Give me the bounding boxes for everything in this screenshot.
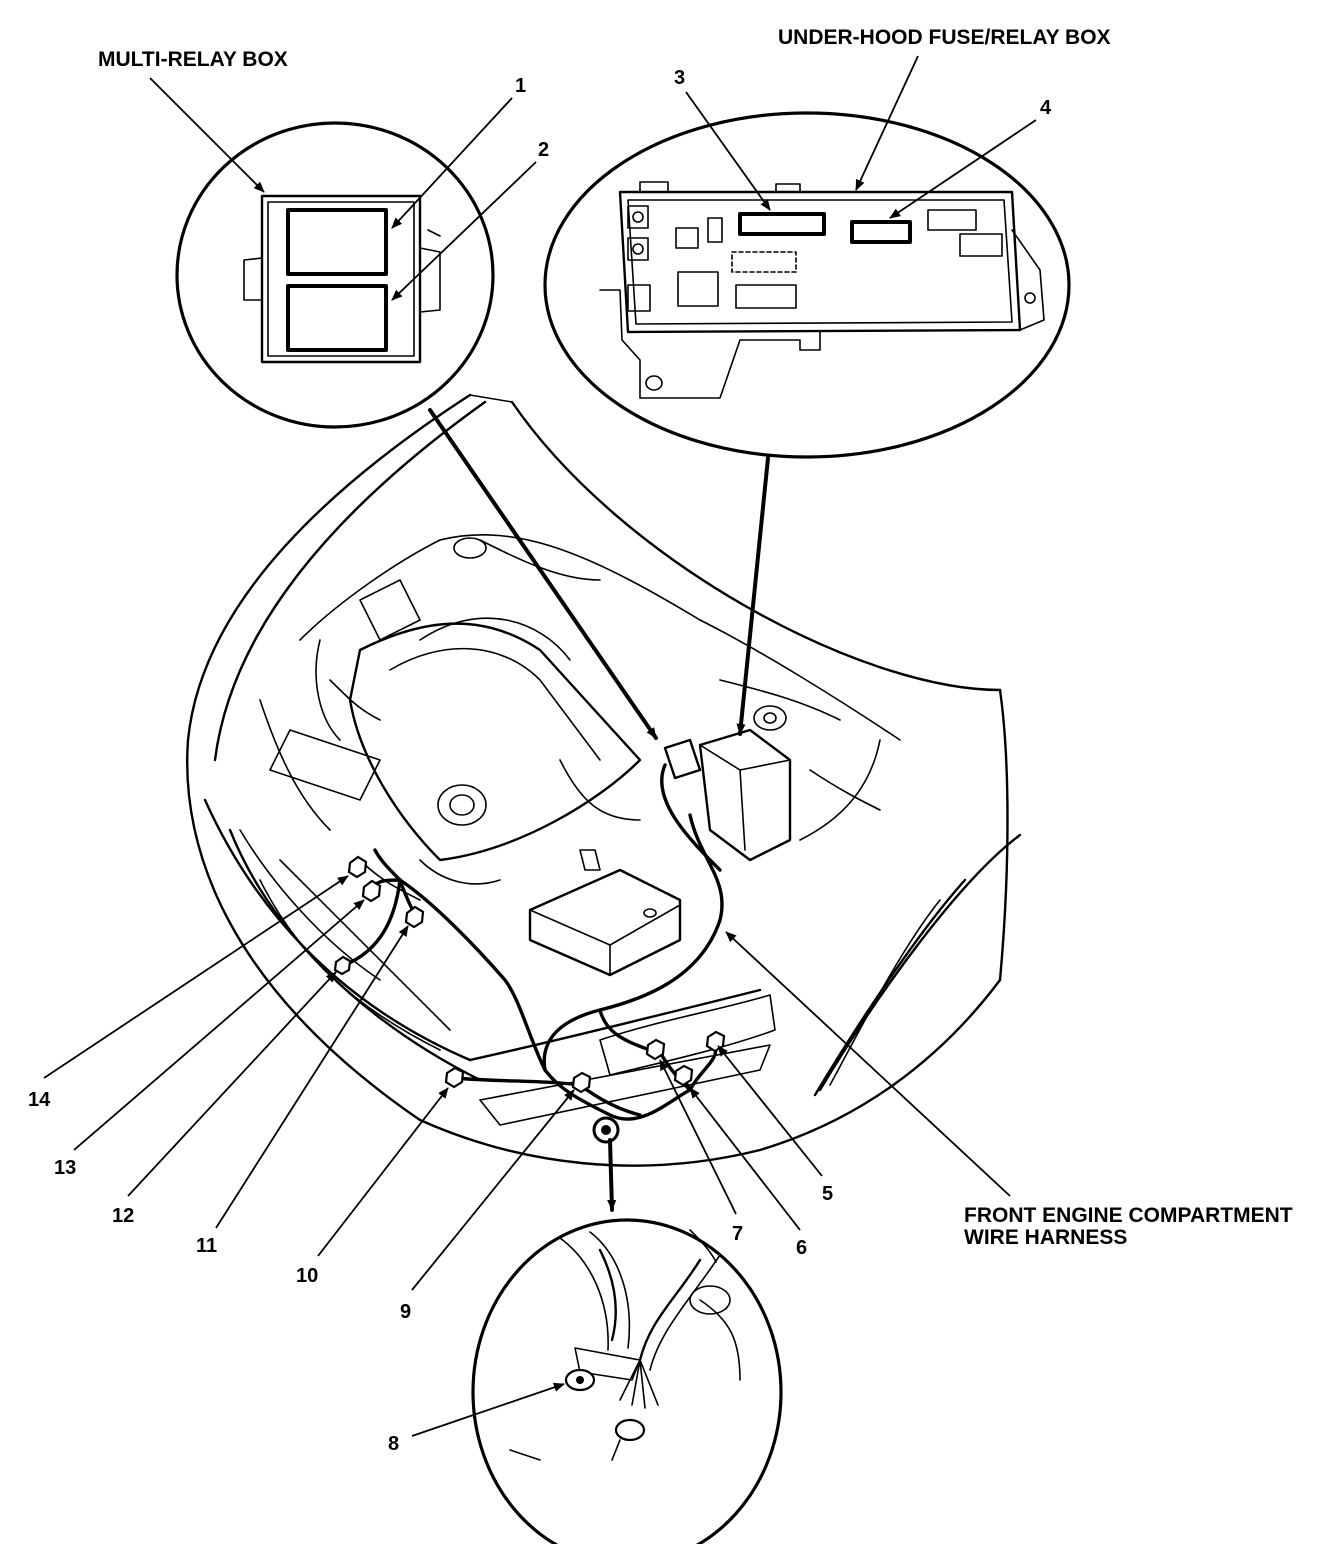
callout-14: 14 (28, 1089, 51, 1111)
connector-7 (645, 1038, 666, 1061)
title-harness-line2: WIRE HARNESS (964, 1226, 1127, 1249)
connector-9 (571, 1071, 592, 1094)
callout-11: 11 (196, 1235, 217, 1257)
under-hood-fuse-relay-box-inset (543, 111, 1071, 459)
connector-10 (444, 1066, 465, 1089)
title-under-hood-box: UNDER-HOOD FUSE/RELAY BOX (778, 26, 1111, 49)
callout-6: 6 (796, 1237, 807, 1259)
car-front-view (186, 393, 1022, 1167)
title-harness-line1: FRONT ENGINE COMPARTMENT (964, 1204, 1293, 1227)
callout-10: 10 (296, 1265, 318, 1287)
callout-7: 7 (732, 1223, 743, 1245)
title-multi-relay-box: MULTI-RELAY BOX (98, 48, 288, 71)
leader-lines (43, 55, 1037, 1437)
labels: MULTI-RELAY BOX UNDER-HOOD FUSE/RELAY BO… (28, 26, 1293, 1455)
callout-1: 1 (515, 75, 526, 97)
callout-3: 3 (674, 67, 685, 89)
connector-11 (404, 905, 425, 929)
connector-12 (333, 955, 352, 976)
connector-14 (347, 855, 368, 879)
connector-5 (705, 1030, 726, 1053)
callout-12: 12 (112, 1205, 134, 1227)
callout-8: 8 (388, 1433, 399, 1455)
connector-6 (673, 1064, 694, 1087)
multi-relay-box-inset (175, 121, 495, 429)
callout-2: 2 (538, 139, 549, 161)
harness-connectors (333, 855, 726, 1144)
callout-4: 4 (1040, 97, 1052, 119)
sensor-detail-inset (471, 1218, 783, 1544)
callout-9: 9 (400, 1301, 411, 1323)
callout-13: 13 (54, 1157, 76, 1179)
callout-5: 5 (822, 1183, 833, 1205)
connector-13 (361, 879, 382, 903)
